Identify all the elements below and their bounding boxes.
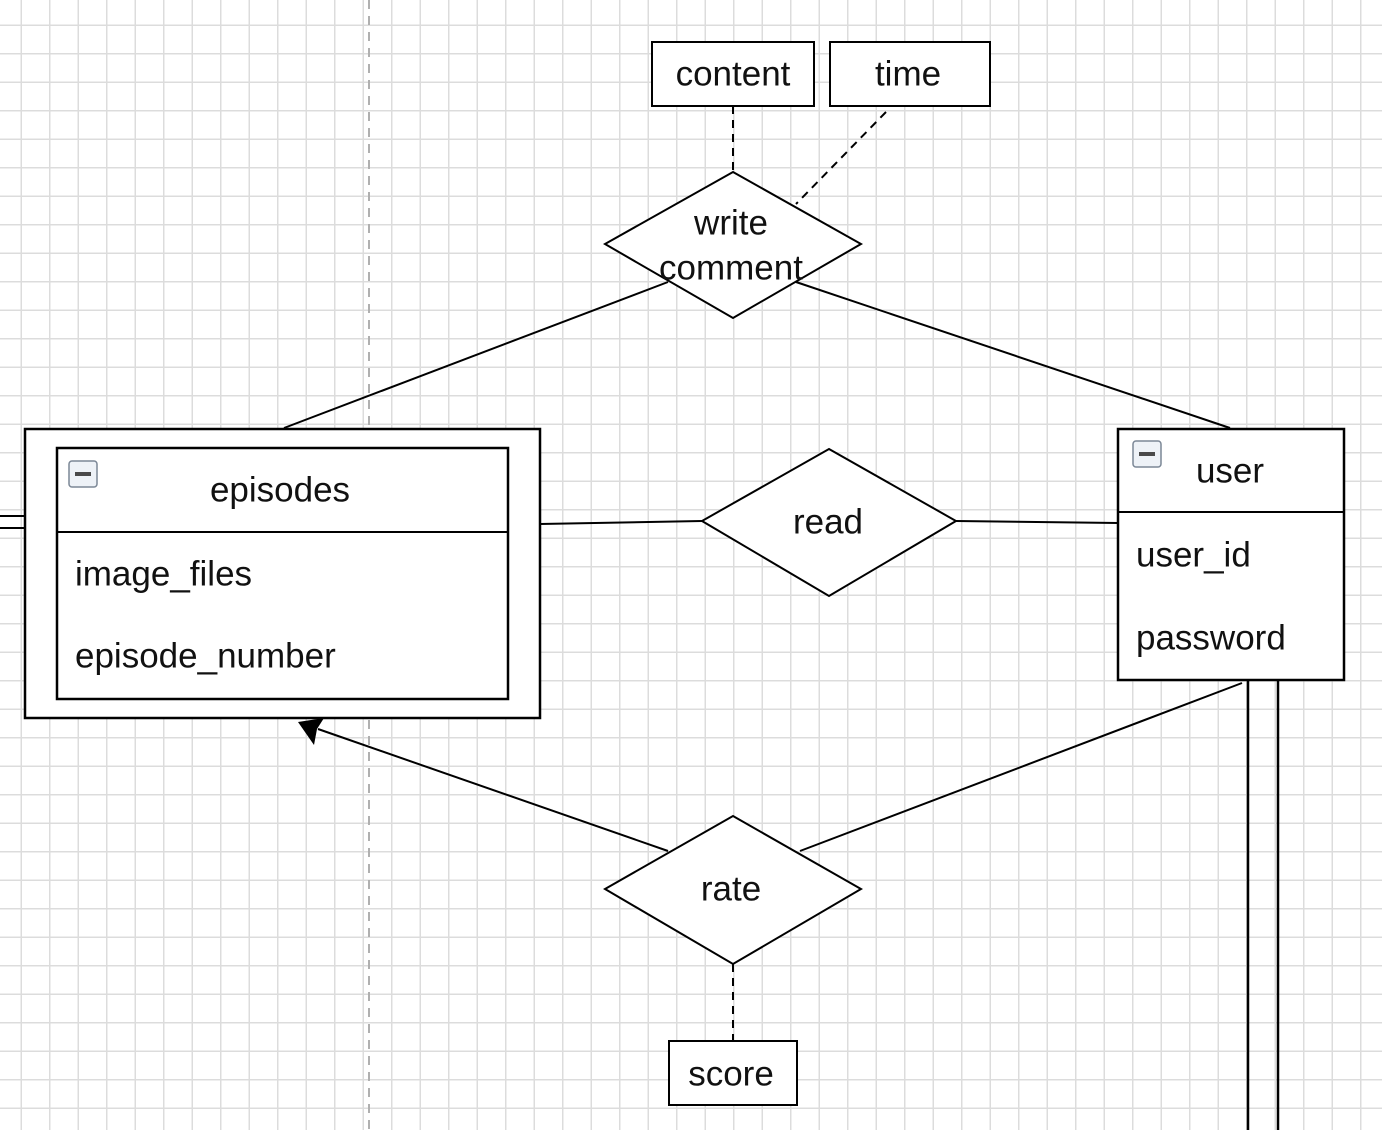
- connector-write-comment-time[interactable]: [795, 111, 887, 205]
- attribute-content[interactable]: content: [651, 41, 815, 107]
- attribute-score[interactable]: score: [668, 1040, 798, 1106]
- connector-rate-episodes[interactable]: [317, 728, 669, 852]
- minus-box-icon[interactable]: [1132, 440, 1162, 468]
- entity-user-attr-password: password: [1136, 618, 1286, 657]
- connector-rate-user[interactable]: [799, 682, 1243, 852]
- entity-user-border: [1116, 427, 1346, 682]
- entity-user-attr-user-id: user_id: [1136, 535, 1251, 574]
- relationship-write-comment-line2: comment: [659, 248, 803, 287]
- arrowhead-icon: [298, 718, 324, 745]
- entity-user-title: user: [1196, 451, 1264, 490]
- relationship-read[interactable]: read: [700, 447, 958, 598]
- connector-read-user[interactable]: [955, 520, 1119, 524]
- attribute-time-label: time: [875, 54, 941, 93]
- connector-write-comment-user[interactable]: [795, 281, 1231, 429]
- entity-episodes-attr-image-files: image_files: [75, 554, 252, 593]
- relationship-read-label: read: [793, 502, 863, 541]
- relationship-rate[interactable]: rate: [603, 814, 863, 966]
- attribute-score-label: score: [688, 1054, 774, 1093]
- connector-episodes-read[interactable]: [539, 520, 703, 525]
- entity-user[interactable]: user user_id password: [1116, 427, 1346, 682]
- relationship-rate-label: rate: [701, 869, 761, 908]
- attribute-time[interactable]: time: [829, 41, 991, 107]
- minus-box-icon[interactable]: [68, 460, 98, 488]
- entity-episodes-attr-episode-number: episode_number: [75, 636, 336, 675]
- connector-episodes-write-comment[interactable]: [283, 281, 669, 429]
- entity-episodes-inner-border: [55, 446, 510, 701]
- entity-episodes[interactable]: episodes image_files episode_number: [23, 427, 542, 720]
- relationship-write-comment[interactable]: write comment: [602, 170, 864, 320]
- entity-episodes-title: episodes: [210, 470, 350, 509]
- attribute-content-label: content: [676, 54, 791, 93]
- relationship-write-comment-line1: write: [693, 203, 768, 242]
